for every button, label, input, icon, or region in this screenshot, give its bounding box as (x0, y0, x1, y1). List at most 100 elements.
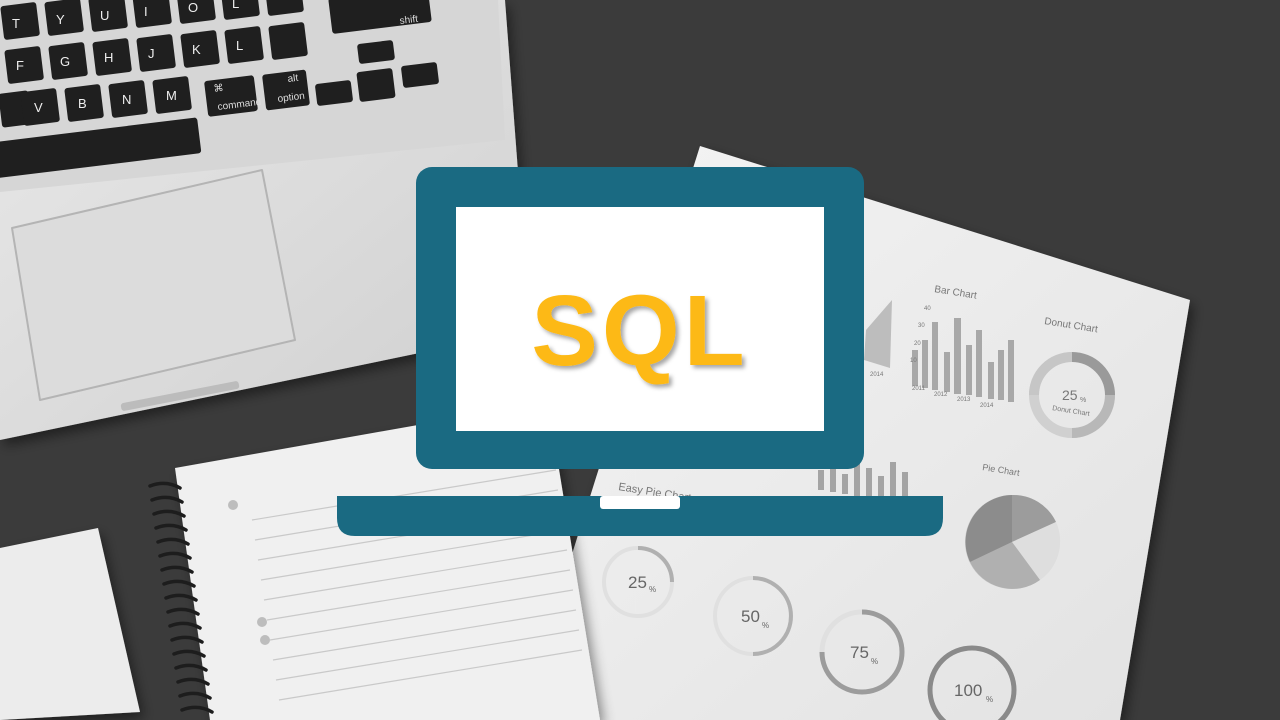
arrow-key (401, 62, 439, 88)
gauge-value: 75 (850, 643, 869, 662)
option-key (262, 69, 310, 111)
command-label: command (217, 97, 262, 113)
gauge-75: 75 % (819, 609, 905, 695)
bar-axis-ticks: 40 30 20 10 (910, 306, 931, 364)
area-chart: 2014 (864, 300, 892, 378)
donut-value: 25 (1062, 387, 1078, 403)
gauge-100: 100 % (927, 645, 1017, 720)
bar (954, 318, 961, 394)
gauge-value: 100 (954, 681, 982, 700)
key-label: V (34, 100, 43, 115)
gauge-value: 50 (741, 607, 760, 626)
bar (912, 350, 918, 386)
notebook-holes (228, 500, 270, 645)
key (268, 22, 308, 60)
svg-text:%: % (762, 621, 769, 630)
key (224, 26, 264, 64)
alt-label: alt (287, 73, 299, 85)
gauge-value: 25 (628, 573, 647, 592)
key (136, 34, 176, 72)
svg-text:%: % (986, 695, 993, 704)
laptop-icon-display (456, 207, 824, 431)
bar (988, 362, 994, 399)
key (92, 38, 132, 76)
bar (1008, 340, 1014, 402)
sql-laptop-icon: SQL (337, 167, 943, 536)
key (0, 2, 40, 40)
key (108, 80, 148, 118)
spiral-notebook (148, 402, 600, 720)
key (180, 30, 220, 68)
laptop-notch (120, 381, 240, 411)
key-label: T (12, 16, 20, 31)
svg-text:30: 30 (918, 323, 925, 329)
key (4, 46, 44, 84)
key-label: K (192, 42, 201, 57)
shift-key (328, 0, 432, 34)
bar-year: 2011 (912, 386, 926, 392)
bar-year: 2014 (980, 403, 994, 409)
key (64, 84, 104, 122)
shift-label: shift (399, 14, 419, 27)
bar (976, 330, 982, 397)
key-label: H (104, 50, 113, 65)
svg-text:%: % (871, 657, 878, 666)
bar (998, 350, 1004, 400)
arrow-key (315, 80, 353, 106)
key-label: B (78, 96, 87, 111)
key-label: G (60, 54, 70, 69)
trackpad (11, 169, 296, 401)
notebook-spiral (148, 481, 214, 714)
keyboard: T Y U I O L F G H J K L V B N M shift ⌘ … (0, 0, 439, 179)
key-label: O (188, 0, 198, 15)
key-label: U (100, 8, 109, 23)
gauge-25: 25 % (602, 546, 674, 618)
key-label: J (148, 46, 155, 61)
key (357, 40, 395, 64)
laptop-icon-notch (600, 496, 680, 509)
key-label: L (236, 38, 243, 53)
sql-title: SQL (531, 275, 749, 387)
bar-chart-years: 2011 2012 2013 2014 (912, 386, 994, 409)
column-chart (818, 458, 908, 502)
key (152, 76, 192, 114)
key-label: F (16, 58, 24, 73)
key (88, 0, 128, 32)
bar-year: 2013 (957, 397, 971, 403)
cmd-symbol: ⌘ (213, 83, 224, 95)
key-label: N (122, 92, 131, 107)
key (264, 0, 304, 16)
key-label: L (232, 0, 239, 11)
svg-text:20: 20 (914, 341, 921, 347)
key (44, 0, 84, 36)
key-label: I (144, 4, 148, 19)
line-year: 2014 (870, 372, 884, 378)
bar-year: 2012 (934, 392, 948, 398)
svg-text:40: 40 (924, 306, 931, 312)
space-bar (0, 117, 202, 179)
svg-text:%: % (649, 585, 656, 594)
svg-text:10: 10 (910, 358, 917, 364)
bar-chart (912, 318, 1014, 402)
key (220, 0, 260, 20)
physical-laptop: T Y U I O L F G H J K L V B N M shift ⌘ … (0, 0, 530, 440)
key (20, 88, 60, 126)
pie-chart (965, 494, 1061, 589)
bar (966, 345, 972, 395)
key-label: Y (56, 12, 65, 27)
sticky-note (0, 528, 140, 720)
donut-suffix: % (1080, 397, 1086, 404)
key (132, 0, 172, 28)
command-key (204, 75, 258, 117)
key (176, 0, 216, 24)
bar (932, 322, 938, 390)
option-label: option (277, 91, 305, 105)
key-label: M (166, 88, 177, 103)
key (48, 42, 88, 80)
bar (944, 352, 950, 392)
laptop-icon-base (337, 496, 943, 536)
arrow-key (356, 68, 396, 102)
gauge-50: 50 % (713, 576, 793, 656)
bar (922, 340, 928, 388)
